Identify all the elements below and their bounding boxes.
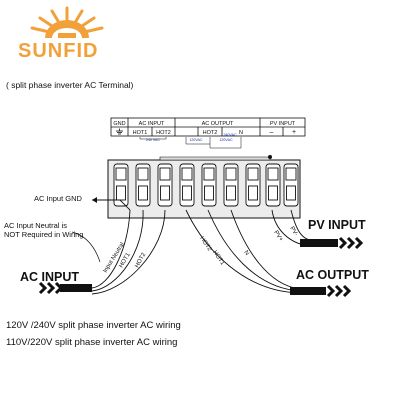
label-out-n: N	[242, 250, 249, 257]
brand-logo: SUNFID	[12, 6, 122, 70]
neutral-note-line-1: AC Input Neutral is	[4, 221, 67, 230]
terminal-in-hot2	[157, 163, 173, 207]
pv-input-label: PV INPUT	[308, 218, 366, 232]
terminal-pv-minus	[265, 163, 281, 207]
neutral-note-pointer	[71, 231, 101, 263]
terminal-in-hot1	[135, 163, 151, 207]
terminal-screws	[113, 163, 299, 207]
header-hot2: HOT2	[156, 130, 171, 136]
terminal-out-n2	[245, 163, 261, 207]
ac-gnd-arrow	[92, 197, 120, 203]
sub-ac-in: 240 VAC	[146, 138, 161, 142]
terminal-gnd	[113, 163, 129, 207]
header-n: N	[239, 130, 243, 136]
caption-line-2: 110V/220V split phase inverter AC wiring	[6, 337, 178, 348]
ac-input-cable	[38, 199, 166, 295]
label-pv-minus: PV-	[288, 226, 298, 237]
ac-input-label: AC INPUT	[20, 270, 80, 284]
logo-text: SUNFID	[18, 40, 99, 62]
header-hot1: HOT1	[133, 130, 148, 136]
sub-brackets	[139, 137, 242, 149]
header-plus: +	[292, 129, 296, 136]
terminal-header-table	[110, 117, 306, 137]
label-pv-plus: PV+	[272, 230, 284, 243]
neutral-note: AC Input Neutral is NOT Required in Wiri…	[4, 221, 83, 239]
sub-ac-out-2: 120VAC	[219, 138, 233, 142]
terminal-sub-labels: 240 VAC 120VAC 120VAC 240VAC	[146, 133, 237, 142]
header-minus: –	[270, 129, 274, 136]
header-gnd: GND	[113, 121, 125, 127]
header-out-hot2: HOT2	[203, 130, 218, 136]
terminal-out-hot2	[201, 163, 217, 207]
header-ac-output: AC OUTPUT	[202, 121, 234, 127]
header-pv-input: PV INPUT	[270, 121, 296, 127]
header-ac-input: AC INPUT	[139, 121, 165, 127]
neutral-note-line-2: NOT Required in Wiring	[4, 230, 84, 239]
page-subtitle: ( split phase inverter AC Terminal)	[6, 80, 134, 90]
sub-ac-out-3: 240VAC	[223, 133, 237, 137]
pv-input-cable	[271, 209, 364, 250]
caption-line-1: 120V /240V split phase inverter AC wirin…	[6, 320, 181, 331]
sub-ac-out-1: 120VAC	[189, 138, 203, 142]
sun-icon	[30, 6, 104, 38]
terminal-pv-plus	[283, 163, 299, 207]
ac-input-gnd-label: AC Input GND	[34, 194, 82, 203]
terminal-out-n	[223, 163, 239, 207]
label-out-hot1: HOT1	[211, 250, 225, 267]
ac-output-label: AC OUTPUT	[296, 268, 369, 282]
label-out-hot2: HOT2	[198, 236, 212, 253]
terminal-out-hot1	[179, 163, 195, 207]
ac-output-cable	[185, 209, 352, 298]
ground-icon	[116, 128, 123, 135]
